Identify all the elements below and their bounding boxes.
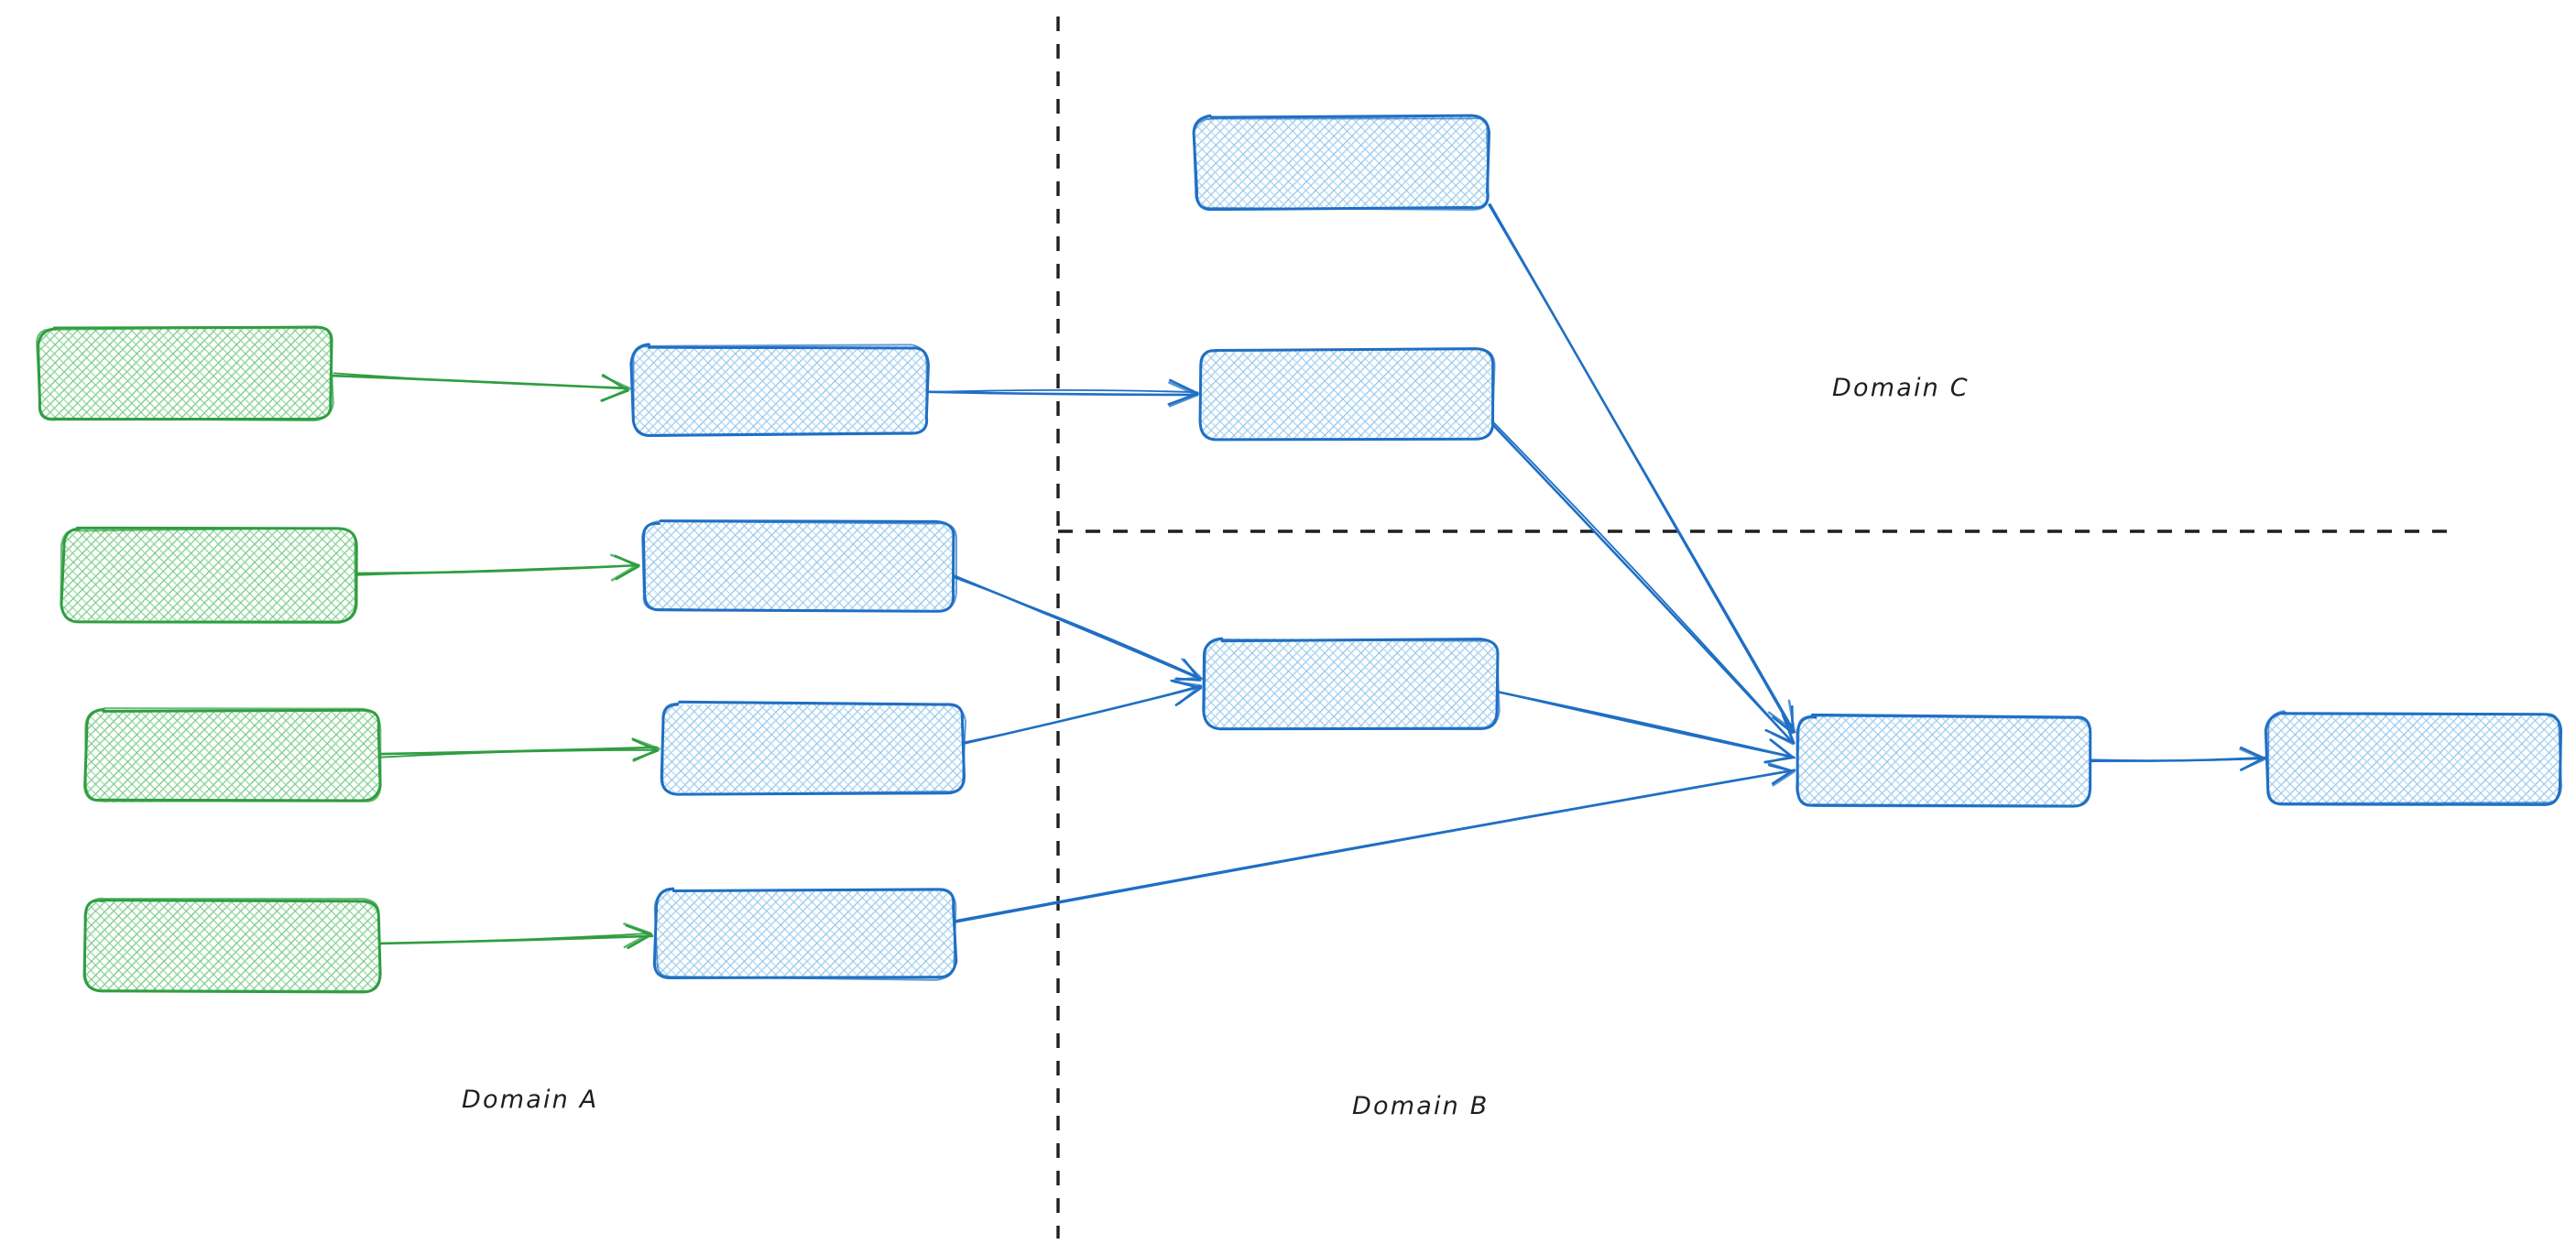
- node-box-b5[interactable]: [1202, 637, 1501, 731]
- edge-a4-to-b4: [377, 922, 654, 950]
- node-box-c1[interactable]: [1192, 114, 1490, 212]
- edge-b2-to-b5: [951, 573, 1204, 682]
- divider-layer: [1056, 16, 2455, 1239]
- node-box-a4[interactable]: [82, 897, 382, 994]
- edge-b5-to-hub: [1495, 690, 1796, 764]
- edge-b1-to-c2: [926, 378, 1199, 408]
- edge-b4-to-hub: [952, 762, 1796, 924]
- node-box-b4[interactable]: [652, 887, 958, 981]
- edge-a3-to-b3: [377, 737, 661, 762]
- edge-c1-to-hub: [1488, 202, 1796, 735]
- edge-b3-to-b5: [962, 679, 1203, 745]
- edge-hub-to-out: [2089, 746, 2266, 771]
- node-box-hub[interactable]: [1796, 713, 2092, 808]
- edge-layer: [329, 202, 2266, 950]
- edge-a1-to-b1: [329, 372, 632, 403]
- edge-c2-to-hub: [1490, 420, 1796, 746]
- node-box-c2[interactable]: [1198, 347, 1496, 442]
- node-box-b3[interactable]: [660, 700, 966, 796]
- node-box-a1[interactable]: [36, 325, 334, 422]
- node-box-b1[interactable]: [629, 343, 930, 437]
- node-box-a2[interactable]: [60, 526, 358, 624]
- domain-label-a: Domain A: [462, 1086, 599, 1114]
- node-box-b2[interactable]: [641, 519, 957, 613]
- edge-a2-to-b2: [355, 553, 640, 582]
- domain-label-c: Domain C: [1832, 374, 1970, 402]
- node-layer: [36, 114, 2563, 994]
- node-box-out[interactable]: [2264, 710, 2563, 806]
- domain-label-b: Domain B: [1352, 1092, 1490, 1120]
- node-box-a3[interactable]: [83, 707, 382, 802]
